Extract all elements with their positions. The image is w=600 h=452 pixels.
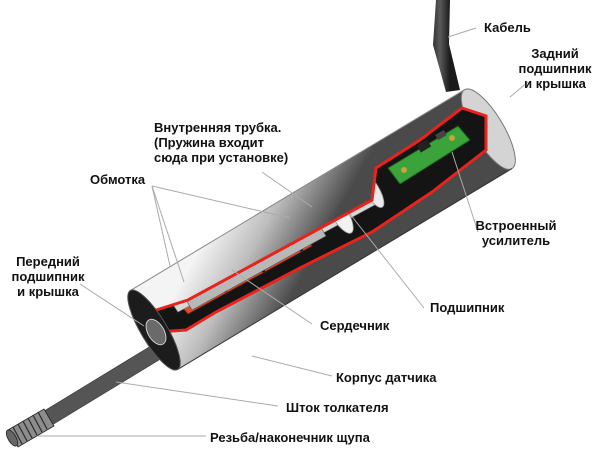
- probe-thread: [5, 408, 55, 448]
- label-thread: Резьба/наконечник щупа: [210, 430, 370, 445]
- front-cap: [127, 289, 181, 371]
- label-amplifier: Встроенный усилитель: [475, 218, 557, 248]
- label-core: Сердечник: [320, 318, 390, 333]
- cable: [433, 0, 460, 92]
- label-rear-bearing: Задний подшипник и крышка: [518, 46, 592, 91]
- label-cable: Кабель: [484, 20, 531, 35]
- label-winding: Обмотка: [90, 172, 146, 187]
- label-front-bearing: Передний подшипник и крышка: [11, 254, 85, 299]
- label-bearing: Подшипник: [430, 300, 505, 315]
- label-inner-tube: Внутренняя трубка. (Пружина входит сюда …: [154, 120, 289, 165]
- leader-lines: [38, 27, 529, 437]
- label-rod: Шток толкателя: [286, 400, 389, 415]
- label-housing: Корпус датчика: [336, 370, 437, 385]
- cutaway-outline: [148, 106, 488, 334]
- amplifier-board: [387, 125, 471, 185]
